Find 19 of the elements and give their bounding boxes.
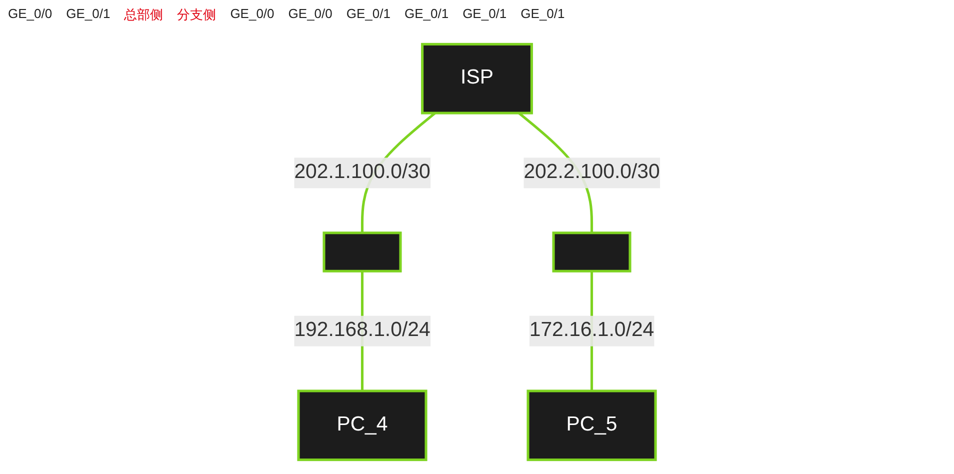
node-box [552, 232, 632, 272]
node-box [322, 232, 402, 272]
edge-label: 192.168.1.0/24 [294, 320, 430, 342]
node-box: ISP [421, 42, 533, 114]
port-label: GE_0/0 [230, 6, 274, 23]
edge-label: 202.1.100.0/30 [294, 161, 430, 184]
port-label: GE_0/0 [288, 6, 332, 23]
edge-label: 172.16.1.0/24 [529, 320, 654, 342]
port-label: GE_0/0 [8, 6, 52, 23]
port-label: GE_0/1 [66, 6, 110, 23]
node-box: PC_5 [526, 390, 657, 462]
port-label: GE_0/1 [404, 6, 449, 23]
port-label: GE_0/1 [462, 6, 507, 23]
node-box: PC_4 [297, 390, 428, 462]
edge-label: 202.2.100.0/30 [524, 161, 660, 184]
port-label: GE_0/1 [346, 6, 390, 23]
site-label: 总部侧 [124, 6, 164, 24]
port-label: GE_0/1 [520, 6, 565, 23]
site-label: 分支侧 [177, 6, 216, 24]
